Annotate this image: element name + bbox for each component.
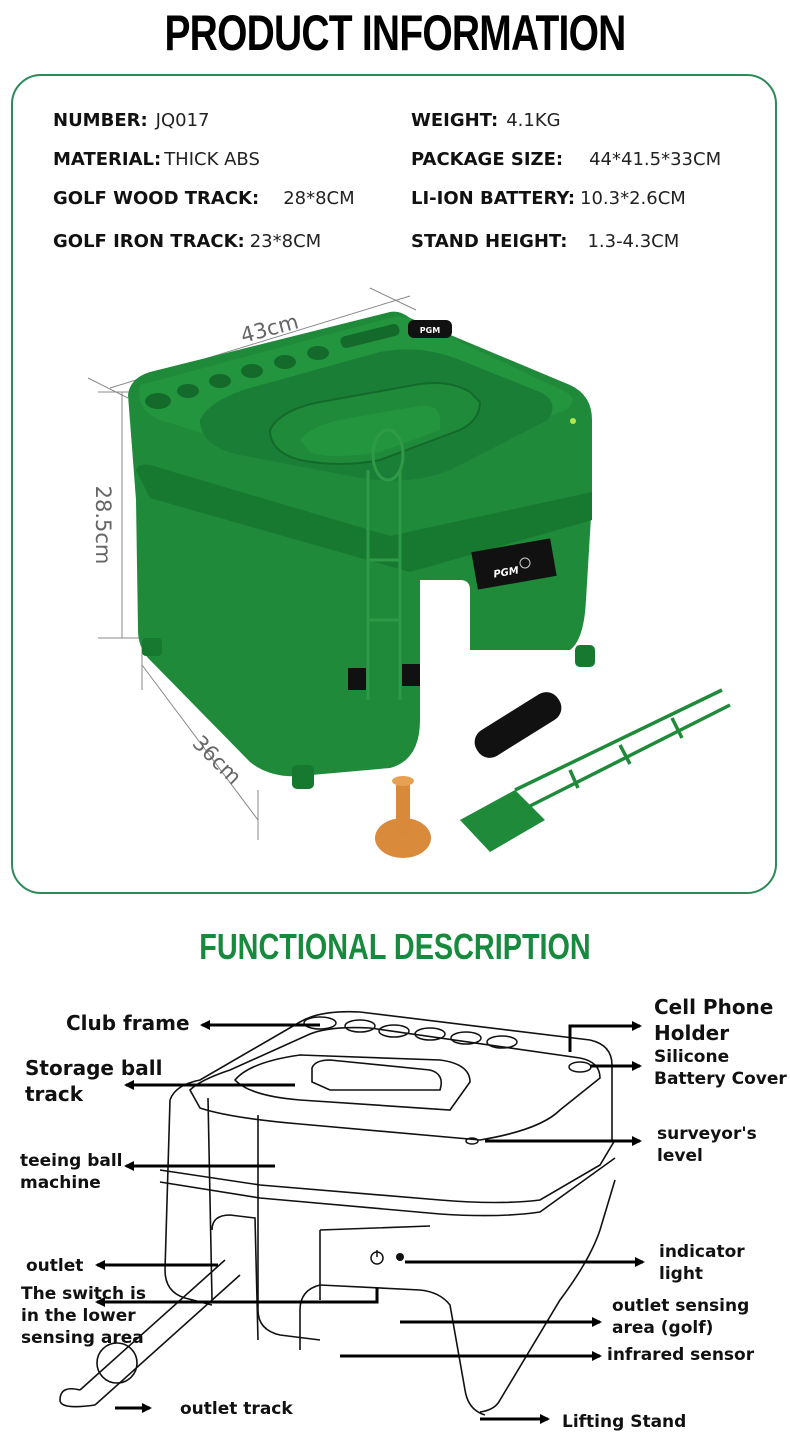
spec-weight: WEIGHT:4.1KG bbox=[411, 110, 561, 131]
spec-golf-iron-track: GOLF IRON TRACK:23*8CM bbox=[53, 231, 322, 252]
label-outlet-sensing-area: outlet sensing area (golf) bbox=[612, 1296, 750, 1338]
sensor-icon bbox=[396, 1253, 404, 1261]
label-storage-ball-track: Storage ball track bbox=[25, 1056, 163, 1106]
label-club-frame: Club frame bbox=[66, 1011, 190, 1035]
control-panel bbox=[471, 538, 557, 590]
label-lifting-stand: Lifting Stand bbox=[562, 1412, 687, 1432]
spec-golf-wood-track: GOLF WOOD TRACK:28*8CM bbox=[53, 188, 355, 209]
label-surveyors-level: surveyor's level bbox=[657, 1124, 757, 1166]
pgm-badge-top bbox=[408, 320, 452, 338]
label-indicator-light: indicator light bbox=[659, 1242, 745, 1284]
line-diagram bbox=[59, 1010, 645, 1424]
battery-pack bbox=[474, 692, 562, 758]
spec-material: MATERIAL:THICK ABS bbox=[53, 149, 260, 170]
label-switch: The switch is in the lower sensing area bbox=[21, 1284, 146, 1348]
label-infrared-sensor: infrared sensor bbox=[607, 1345, 755, 1365]
product-information-title: PRODUCT INFORMATION bbox=[164, 5, 626, 61]
outlet-track-ladder bbox=[514, 688, 731, 808]
spec-li-ion-battery: LI-ION BATTERY:10.3*2.6CM bbox=[411, 188, 686, 209]
product-info-card bbox=[11, 74, 777, 894]
svg-text:28.5cm: 28.5cm bbox=[91, 486, 115, 565]
functional-description-title: FUNCTIONAL DESCRIPTION bbox=[199, 926, 591, 967]
label-silicone-battery-cover: Silicone Battery Cover bbox=[654, 1047, 787, 1089]
label-outlet: outlet bbox=[26, 1256, 84, 1276]
svg-text:PGM: PGM bbox=[493, 565, 520, 580]
label-teeing-ball-machine: teeing ball machine bbox=[20, 1151, 123, 1193]
machine-outline bbox=[59, 1010, 616, 1416]
rubber-tee bbox=[375, 818, 431, 858]
surveyors-level-bubble bbox=[570, 418, 576, 424]
spec-package-size: PACKAGE SIZE:44*41.5*33CM bbox=[411, 149, 722, 170]
product-photo: PGM PGM 43cm 28.5cm 36cm bbox=[87, 287, 731, 858]
label-cell-phone-holder: Cell Phone Holder bbox=[654, 995, 774, 1045]
svg-text:PGM: PGM bbox=[420, 326, 440, 335]
dimension-lines bbox=[87, 287, 417, 840]
label-outlet-track: outlet track bbox=[180, 1399, 293, 1419]
spec-number: NUMBER:JQ017 bbox=[53, 110, 210, 131]
spec-stand-height: STAND HEIGHT:1.3-4.3CM bbox=[411, 231, 680, 252]
